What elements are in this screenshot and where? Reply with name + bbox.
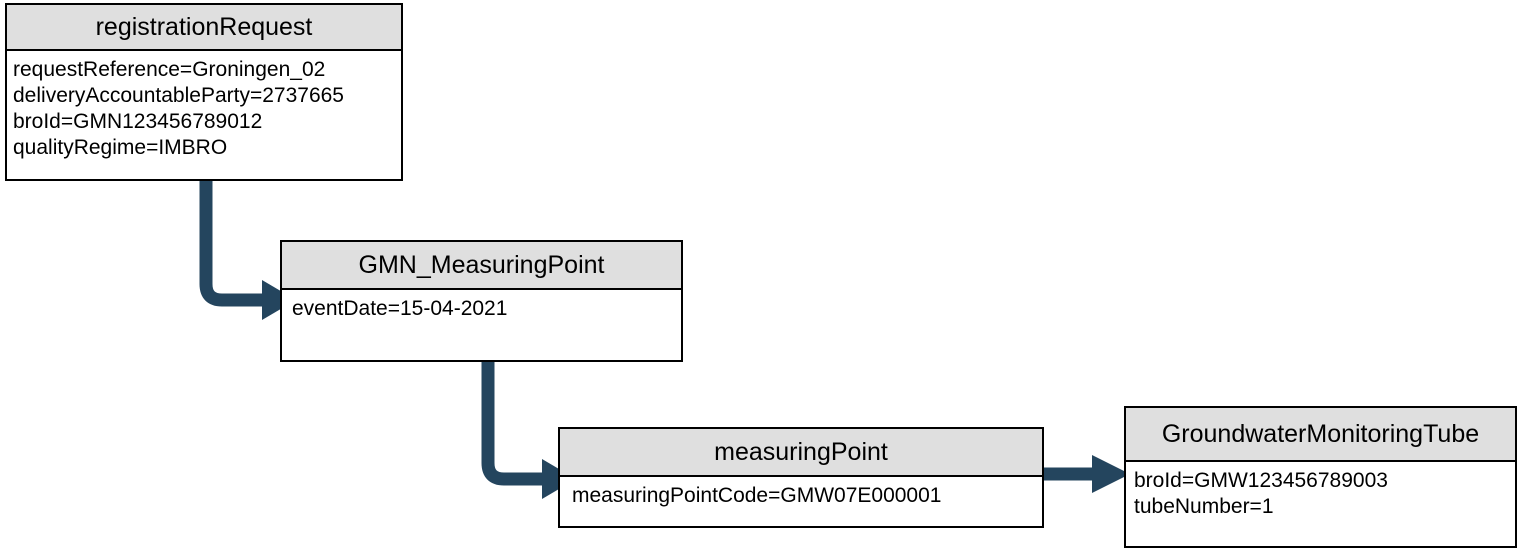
uml-box-attributes-registration-request: requestReference=Groningen_02 deliveryAc… — [7, 51, 401, 179]
uml-box-gmn-measuring-point[interactable]: GMN_MeasuringPoint eventDate=15-04-2021 — [280, 240, 683, 362]
uml-box-groundwater-monitoring-tube[interactable]: GroundwaterMonitoringTube broId=GMW12345… — [1124, 406, 1517, 548]
uml-box-measuring-point[interactable]: measuringPoint measuringPointCode=GMW07E… — [558, 427, 1044, 528]
uml-attribute: tubeNumber=1 — [1134, 495, 1274, 518]
uml-box-registration-request[interactable]: registrationRequest requestReference=Gro… — [5, 3, 403, 181]
uml-box-attributes-gmn-measuring-point: eventDate=15-04-2021 — [282, 290, 681, 360]
uml-box-attributes-measuring-point: measuringPointCode=GMW07E000001 — [560, 477, 1042, 526]
uml-attribute: requestReference=Groningen_02 — [13, 58, 326, 81]
uml-box-attributes-groundwater-monitoring-tube: broId=GMW123456789003 tubeNumber=1 — [1126, 462, 1515, 546]
uml-attribute: measuringPointCode=GMW07E000001 — [572, 484, 942, 507]
uml-box-title-registration-request: registrationRequest — [7, 5, 401, 51]
uml-attribute: broId=GMN123456789012 — [13, 110, 263, 133]
connector-measuring-point-to-groundwater-monitoring-tube — [1040, 455, 1130, 493]
uml-attribute: eventDate=15-04-2021 — [292, 297, 508, 320]
uml-box-title-gmn-measuring-point: GMN_MeasuringPoint — [282, 242, 681, 290]
connector-registration-request-to-gmn-measuring-point — [199, 176, 296, 320]
uml-box-title-measuring-point: measuringPoint — [560, 429, 1042, 477]
uml-attribute: qualityRegime=IMBRO — [13, 136, 228, 159]
uml-attribute: broId=GMW123456789003 — [1134, 469, 1388, 492]
uml-box-title-groundwater-monitoring-tube: GroundwaterMonitoringTube — [1126, 408, 1515, 462]
uml-attribute: deliveryAccountableParty=2737665 — [13, 84, 344, 107]
